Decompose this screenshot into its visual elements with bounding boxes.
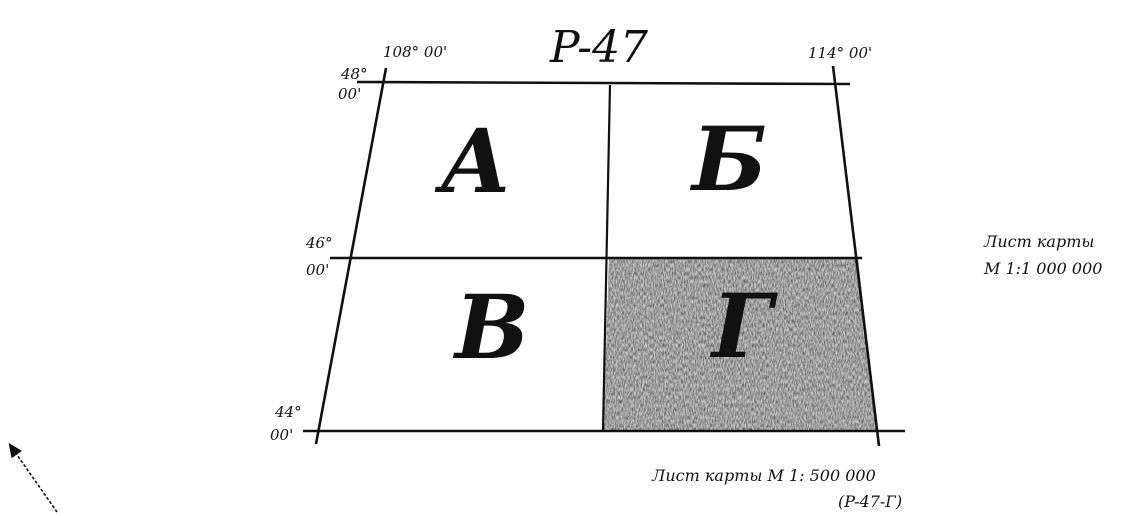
latitude-top-minutes: 00'	[338, 85, 361, 103]
caption-halfmillion-line1: Лист карты М 1: 500 000	[651, 466, 876, 485]
latitude-middle-degrees: 46°	[305, 234, 333, 252]
quadrant-a-label: А	[434, 109, 512, 213]
central-meridian-line	[601, 84, 612, 432]
top-parallel-line	[356, 80, 851, 86]
quadrant-v-label: В	[452, 275, 529, 379]
quadrant-b-label: Б	[689, 107, 767, 211]
longitude-east-label: 114° 00'	[808, 44, 872, 62]
east-meridian-line	[831, 65, 881, 447]
caption-million-line1: Лист карты	[983, 232, 1094, 251]
sheet-title: P-47	[549, 22, 648, 73]
latitude-bottom-degrees: 44°	[274, 403, 302, 421]
latitude-middle-minutes: 00'	[306, 261, 329, 279]
quadrant-g-texture	[603, 258, 877, 431]
west-meridian-line	[314, 67, 388, 445]
caption-million-line2: М 1:1 000 000	[983, 259, 1102, 278]
latitude-top-degrees: 48°	[340, 65, 368, 83]
latitude-bottom-minutes: 00'	[270, 426, 293, 444]
longitude-west-label: 108° 00'	[383, 43, 447, 61]
caption-halfmillion-line2: (P-47-Г)	[838, 492, 902, 511]
pointer-arrow	[8, 442, 58, 513]
quadrant-g-label: Г	[709, 274, 778, 378]
